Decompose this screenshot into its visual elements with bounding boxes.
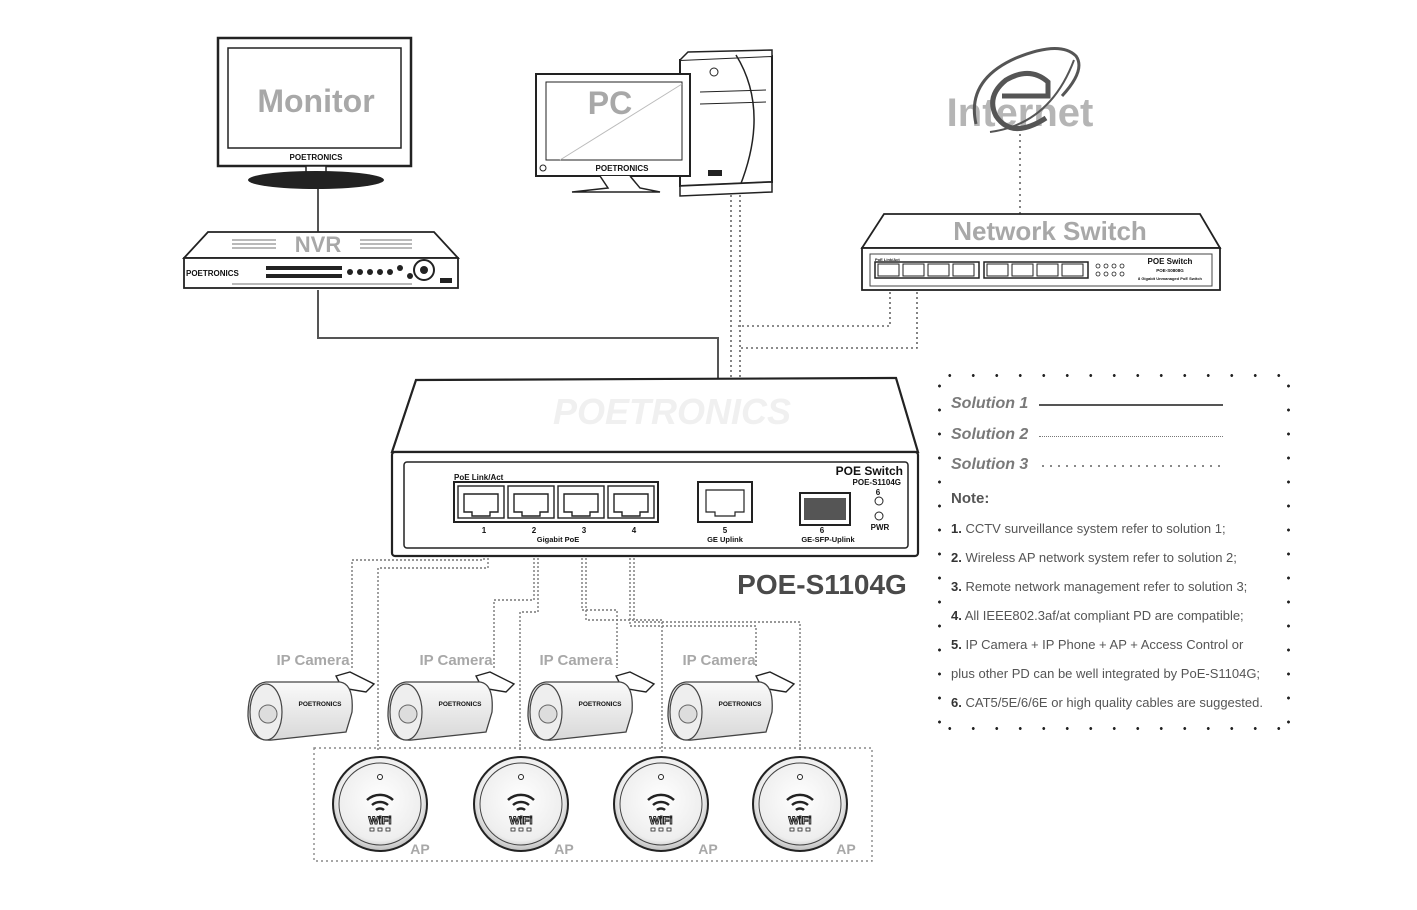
solution-1-label: Solution 1	[951, 395, 1029, 412]
network-switch: Network Switch PoE Link/Act POE Switch P…	[860, 213, 1222, 291]
network-switch-port-labels: PoE Link/Act	[875, 257, 900, 262]
network-switch-panel-desc: 8 Gigabit Unmanaged PoE Switch	[1138, 276, 1203, 281]
legend-border-right	[1287, 374, 1290, 730]
ge-uplink-label: GE Uplink	[707, 535, 744, 544]
legend-border-bottom	[938, 727, 1290, 730]
network-switch-label: Network Switch	[953, 216, 1147, 246]
access-point-4: WiFi	[752, 756, 848, 852]
ap-label-3: AP	[698, 841, 717, 857]
switch-panel-title: POE Switch	[836, 464, 903, 478]
port-number-2: 2	[532, 526, 537, 535]
note-title: Note:	[951, 490, 990, 507]
camera-brand: POETRONICS	[439, 701, 483, 708]
switch-watermark: POETRONICS	[553, 391, 791, 432]
note-5-continued: plus other PD can be well integrated by …	[951, 666, 1261, 681]
gigabit-poe-label: Gigabit PoE	[537, 535, 580, 544]
pc: PC POETRONICS	[535, 49, 773, 197]
ap-label-4: AP	[836, 841, 855, 857]
solution-3-label: Solution 3	[951, 456, 1029, 473]
ip-camera-2: POETRONICS	[387, 671, 516, 741]
monitor-label: Monitor	[257, 83, 374, 119]
port-number-3: 3	[582, 526, 587, 535]
nvr: NVR POETRONICS	[181, 231, 461, 289]
ip-camera-1: POETRONICS	[247, 671, 376, 741]
note-6: 6. CAT5/5E/6/6E or high quality cables a…	[951, 695, 1263, 710]
note-1: 1. CCTV surveillance system refer to sol…	[951, 521, 1226, 536]
legend-solution-2: Solution 2	[951, 424, 1223, 446]
nvr-brand: POETRONICS	[186, 269, 240, 278]
note-2: 2. Wireless AP network system refer to s…	[951, 550, 1237, 565]
network-switch-panel-model: POE-S0808G	[1156, 268, 1184, 273]
uplink-number: 5	[723, 526, 728, 535]
solution-1-line-sample	[1039, 404, 1223, 406]
legend-box: Solution 1 Solution 2 Solution 3 Note: 1…	[938, 374, 1290, 730]
poe-port-group	[457, 485, 655, 519]
camera-brand: POETRONICS	[719, 701, 763, 708]
solution-2-label: Solution 2	[951, 426, 1029, 443]
access-point-3: WiFi	[613, 756, 709, 852]
camera-label-2: IP Camera	[419, 652, 493, 669]
camera-brand: POETRONICS	[299, 701, 343, 708]
access-point-1: WiFi	[332, 756, 428, 852]
switch-panel-model: POE-S1104G	[853, 478, 901, 487]
pwr-label: PWR	[871, 523, 890, 532]
note-5: 5. IP Camera + IP Phone + AP + Access Co…	[951, 637, 1244, 652]
internet: Internet	[947, 46, 1093, 135]
sfp-number: 6	[820, 526, 825, 535]
access-point-2: WiFi	[473, 756, 569, 852]
wifi-icon: WiFi	[788, 815, 811, 827]
wifi-icon: WiFi	[368, 815, 391, 827]
legend-solution-3: Solution 3	[951, 454, 1223, 476]
pwr-indicator	[874, 511, 884, 521]
ip-camera-3: POETRONICS	[527, 671, 656, 741]
monitor-brand: POETRONICS	[290, 153, 344, 162]
pc-label: PC	[588, 85, 632, 121]
legend-solution-1: Solution 1	[951, 393, 1223, 415]
wifi-icon: WiFi	[509, 815, 532, 827]
ip-camera-4: POETRONICS	[667, 671, 796, 741]
legend-border-top	[938, 374, 1290, 377]
wifi-icon: WiFi	[649, 815, 672, 827]
internet-explorer-icon	[972, 46, 1081, 133]
solution-3-line-sample	[1039, 465, 1223, 467]
camera-label-3: IP Camera	[539, 652, 613, 669]
legend-border-left	[938, 374, 941, 730]
note-4: 4. All IEEE802.3af/at compliant PD are c…	[951, 608, 1244, 623]
network-switch-panel-title: POE Switch	[1148, 257, 1193, 266]
led-6-indicator	[874, 496, 884, 506]
ap-label-2: AP	[554, 841, 573, 857]
monitor: Monitor POETRONICS	[216, 36, 413, 189]
switch-model-caption: POE-S1104G	[737, 569, 907, 600]
pc-brand: POETRONICS	[596, 164, 650, 173]
ap-label-1: AP	[410, 841, 429, 857]
camera-label-4: IP Camera	[682, 652, 756, 669]
port-number-4: 4	[632, 526, 637, 535]
note-3: 3. Remote network management refer to so…	[951, 579, 1248, 594]
poe-switch-main: POETRONICS PoE Link/Act 1 2 3 4 Gigabit …	[390, 376, 920, 558]
switch-port-header: PoE Link/Act	[454, 473, 504, 482]
port-number-1: 1	[482, 526, 487, 535]
camera-brand: POETRONICS	[579, 701, 623, 708]
sfp-label: GE-SFP-Uplink	[801, 535, 855, 544]
solution-2-line-sample	[1039, 435, 1223, 437]
nvr-label: NVR	[295, 232, 342, 257]
led-number: 6	[876, 488, 881, 497]
camera-label-1: IP Camera	[276, 652, 350, 669]
